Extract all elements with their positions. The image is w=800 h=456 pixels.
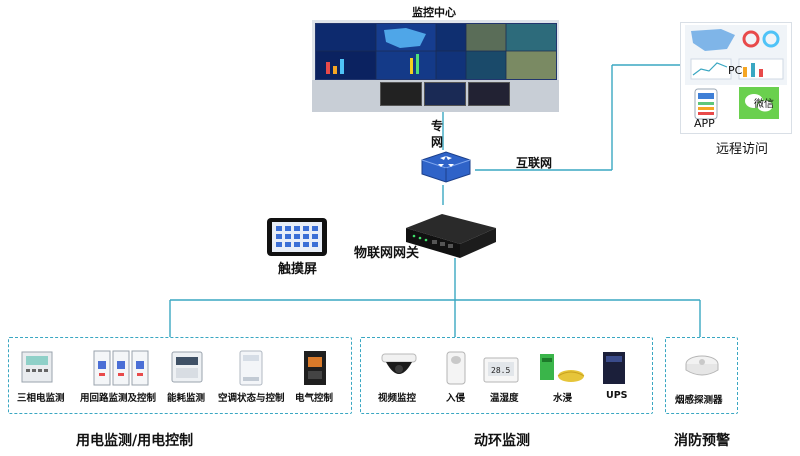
private-net-label-2: 网: [431, 135, 444, 149]
monitor-center-title: 监控中心: [412, 6, 456, 19]
remote-access-label: 远程访问: [716, 142, 769, 157]
desk-monitor-3: [468, 82, 510, 106]
smoke-detector-icon: [685, 355, 719, 376]
svg-text:28.5: 28.5: [491, 366, 510, 375]
env-monitor-group-box: [360, 337, 653, 414]
air-conditioner-icon: [239, 350, 263, 386]
remote-pc-screen: [685, 25, 787, 120]
fire-warning-group-box: [665, 337, 738, 414]
remote-access-image: [680, 22, 792, 134]
device-intrusion-label: 入侵: [446, 393, 466, 404]
energy-meter-icon: [171, 351, 203, 383]
device-water-leak-label: 水浸: [553, 393, 573, 404]
ups-icon: [603, 352, 625, 384]
group-env-label: 动环监测: [474, 433, 530, 449]
iot-gateway-icon: [406, 214, 496, 258]
group-power-label: 用电监测/用电控制: [76, 433, 194, 449]
device-electric-control-label: 电气控制: [295, 393, 334, 404]
device-circuit-label: 用回路监测及控制: [80, 393, 157, 404]
internet-label: 互联网: [516, 156, 553, 170]
touch-screen-icon: [267, 218, 327, 256]
remote-pc-label: PC: [728, 64, 743, 77]
water-leak-sensor-icon: [540, 354, 585, 382]
device-energy-label: 能耗监测: [167, 393, 206, 404]
device-three-phase-label: 三相电监测: [17, 393, 65, 404]
remote-wechat-label: 微信: [754, 99, 774, 110]
desk-monitor-1: [380, 82, 422, 106]
group-fire-label: 消防预警: [674, 433, 730, 449]
electric-controller-icon: [304, 351, 326, 385]
video-wall: [315, 23, 557, 80]
private-net-label-1: 专: [431, 119, 444, 133]
device-camera-label: 视频监控: [378, 393, 417, 404]
power-monitor-group-box: [8, 337, 352, 414]
device-ups-label: UPS: [606, 390, 628, 401]
device-smoke-label: 烟感探测器: [675, 395, 723, 406]
remote-app-label: APP: [694, 117, 715, 130]
video-wall-graphic: [316, 24, 556, 79]
camera-icon: [381, 353, 417, 374]
network-switch-icon: [421, 151, 471, 183]
gateway-label: 物联网网关: [354, 246, 420, 261]
circuit-breaker-icon: [93, 350, 149, 386]
monitor-center-image: [312, 20, 559, 112]
touch-screen-label: 触摸屏: [278, 262, 318, 277]
device-temp-humidity-label: 温湿度: [490, 393, 519, 404]
three-phase-meter-icon: [21, 351, 53, 383]
device-ac-label: 空调状态与控制: [218, 393, 285, 404]
desk-monitor-2: [424, 82, 466, 106]
temp-humidity-icon: 28.5: [483, 357, 519, 383]
intrusion-sensor-icon: [446, 351, 466, 385]
